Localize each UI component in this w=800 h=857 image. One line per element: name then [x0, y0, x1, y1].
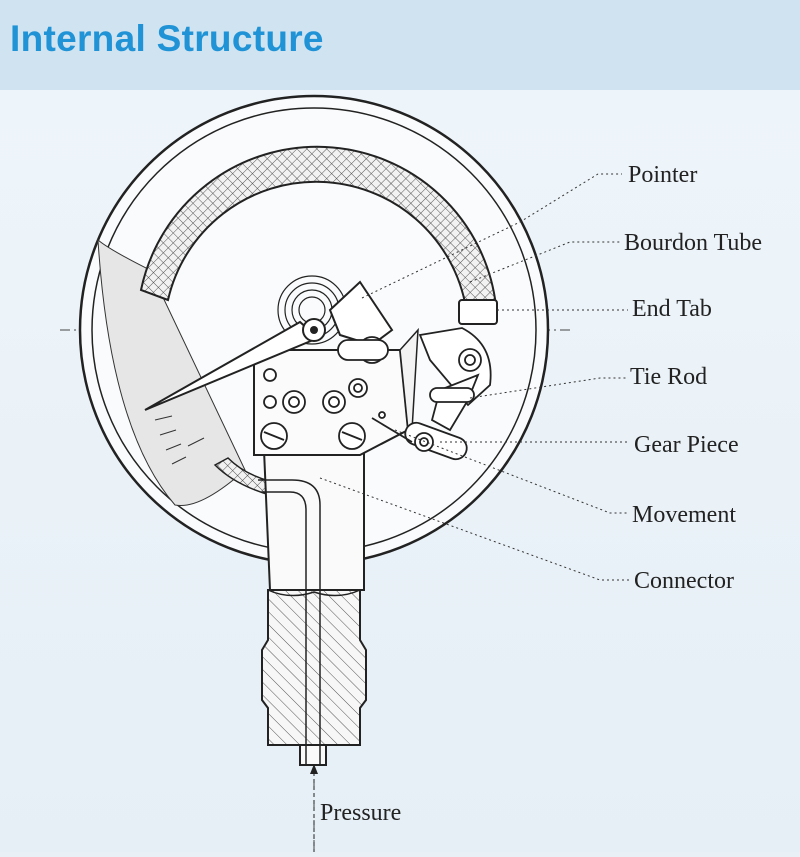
dial-face-segment: [97, 238, 246, 507]
connector-body: [258, 449, 367, 766]
label-bourdon-tube: Bourdon Tube: [624, 230, 762, 256]
label-movement: Movement: [632, 502, 736, 528]
label-gear-piece: Gear Piece: [634, 432, 739, 458]
end-tab: [458, 299, 498, 325]
pressure-gauge-diagram: Pointer Bourdon Tube End Tab Tie Rod Gea…: [60, 94, 762, 852]
leader-lines: [319, 173, 630, 581]
pointer: [144, 318, 326, 411]
gauge-diagram-area: Pointer Bourdon Tube End Tab Tie Rod Gea…: [0, 90, 800, 852]
sector-gear: [328, 280, 394, 347]
label-connector: Connector: [634, 568, 734, 594]
pressure-arrow: [310, 764, 318, 852]
tie-rod: [418, 327, 492, 432]
gear-piece: [371, 417, 468, 461]
label-pointer: Pointer: [628, 162, 697, 188]
page-title: Internal Structure: [10, 18, 324, 59]
header-banner: Internal Structure: [0, 0, 800, 90]
label-end-tab: End Tab: [632, 296, 712, 322]
movement-slot: [337, 339, 389, 361]
dial-scale-ticks: [154, 415, 205, 465]
label-tie-rod: Tie Rod: [630, 364, 707, 390]
label-pressure: Pressure: [320, 800, 401, 826]
